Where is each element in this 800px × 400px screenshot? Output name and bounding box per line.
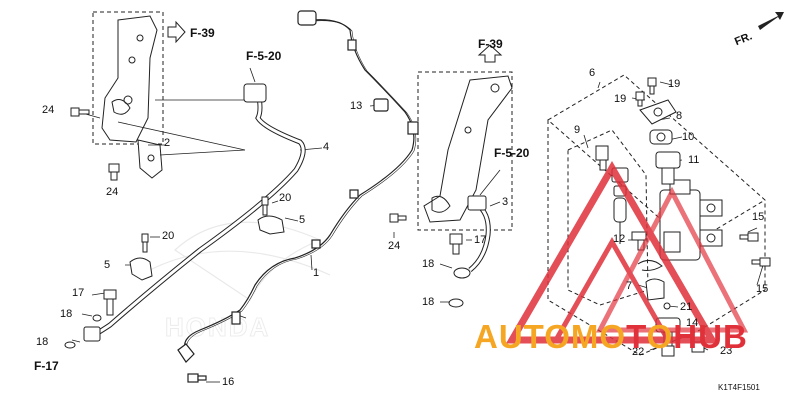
callout-part-9: 9 <box>574 124 581 136</box>
callout-part-6: 6 <box>589 67 596 79</box>
callout-part-24c: 24 <box>388 240 401 252</box>
callout-part-2: 2 <box>164 137 171 149</box>
callout-part-20a: 20 <box>279 192 292 204</box>
watermark-triangles <box>505 161 749 344</box>
banjo-bolt-17-right <box>389 213 464 308</box>
ref-f520-right[interactable]: F-5-20 <box>494 146 530 160</box>
honda-logo-background: HONDA <box>149 221 331 343</box>
ref-f39-left[interactable]: F-39 <box>190 26 215 40</box>
watermark-text-part4: HUB <box>673 318 748 355</box>
banjo-bolt-17-left <box>64 289 117 349</box>
brake-hose-4 <box>83 83 306 342</box>
bolts-24-left <box>70 107 120 181</box>
watermark-text-part1: AUTOMO <box>474 318 627 355</box>
callout-part-10: 10 <box>682 131 695 143</box>
callout-part-24b: 24 <box>106 186 119 198</box>
callout-part-8: 8 <box>676 110 683 122</box>
callout-part-15b: 15 <box>756 283 769 295</box>
f39-left-arrow <box>167 20 186 44</box>
callout-part-23: 23 <box>720 345 733 357</box>
honda-logo-text: HONDA <box>165 312 270 342</box>
callout-part-14: 14 <box>686 317 699 329</box>
callout-part-5a: 5 <box>299 214 306 226</box>
left-bracket <box>92 11 164 179</box>
clamps-5 <box>129 196 285 281</box>
callout-part-12: 12 <box>613 233 626 245</box>
callout-part-19a: 19 <box>668 78 681 90</box>
callout-part-16: 16 <box>222 376 235 388</box>
ref-f520-left[interactable]: F-5-20 <box>246 49 282 63</box>
callout-part-1: 1 <box>313 267 320 279</box>
callout-part-17b: 17 <box>474 234 487 246</box>
watermark-text: AUTOMOTOHUB <box>474 320 748 353</box>
ref-f39-right[interactable]: F-39 <box>478 37 503 51</box>
callout-part-18b: 18 <box>36 336 49 348</box>
callout-part-22: 22 <box>632 346 645 358</box>
brake-hose-3 <box>453 195 491 279</box>
callout-part-7: 7 <box>626 280 633 292</box>
callout-part-18c: 18 <box>422 258 435 270</box>
diagram-code: K1T4F1501 <box>718 383 760 392</box>
callout-part-21: 21 <box>680 301 693 313</box>
callout-part-24a: 24 <box>42 104 55 116</box>
callout-part-20b: 20 <box>162 230 175 242</box>
sensor-wire-1 <box>177 10 419 383</box>
callout-part-4: 4 <box>323 141 330 153</box>
watermark-text-part3: O <box>646 318 674 355</box>
f39-right-arrow <box>477 44 503 63</box>
master-cylinder-assembly-6 <box>547 74 771 357</box>
callout-part-11: 11 <box>688 154 700 166</box>
callout-part-13: 13 <box>350 100 363 112</box>
callout-part-18a: 18 <box>60 308 73 320</box>
callout-part-3: 3 <box>502 196 509 208</box>
callout-part-18d: 18 <box>422 296 435 308</box>
front-direction-arrow <box>758 12 784 30</box>
right-bracket <box>417 71 513 231</box>
callout-part-15a: 15 <box>752 211 765 223</box>
leader-lines-left <box>71 67 381 383</box>
callout-part-17a: 17 <box>72 287 85 299</box>
ref-f17[interactable]: F-17 <box>34 359 59 373</box>
callout-part-5b: 5 <box>104 259 111 271</box>
callout-part-19b: 19 <box>614 93 627 105</box>
watermark-text-part2: T <box>626 318 647 355</box>
